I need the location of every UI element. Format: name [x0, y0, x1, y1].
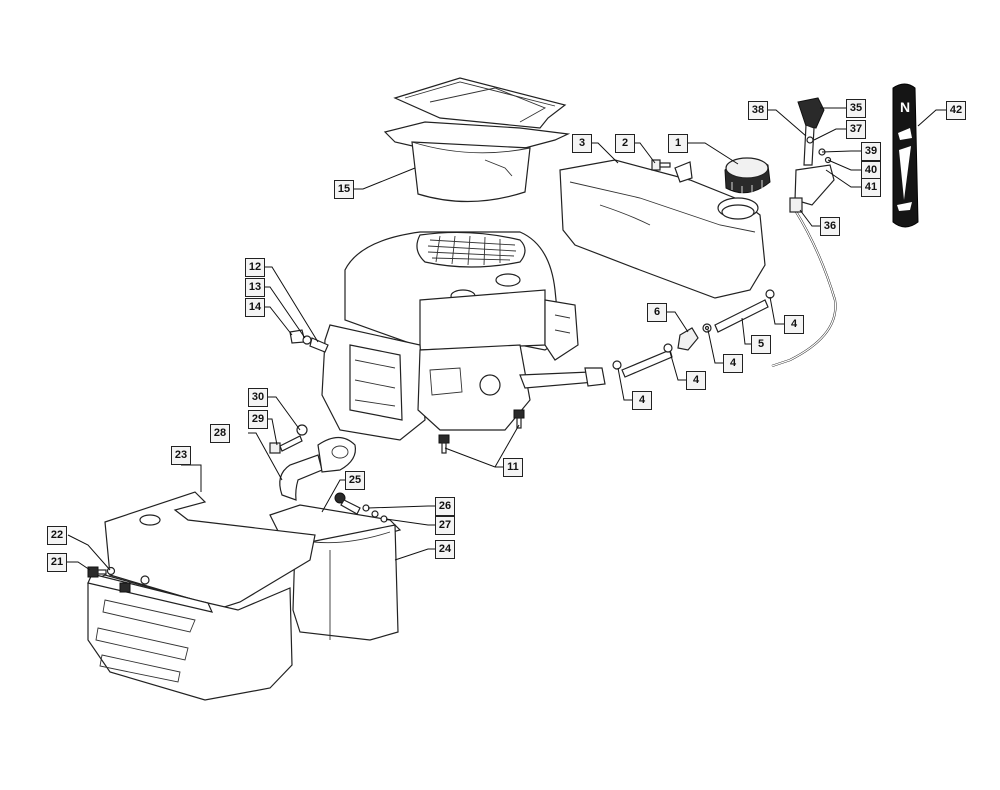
callout-21[interactable]: 21 [47, 553, 67, 572]
callout-4a[interactable]: 4 [784, 315, 804, 334]
muffler-bolts [334, 492, 388, 523]
callout-1[interactable]: 1 [668, 134, 688, 153]
exhaust-bolt [269, 424, 308, 454]
tank-screw [651, 159, 671, 171]
callout-14[interactable]: 14 [245, 298, 265, 317]
callout-27[interactable]: 27 [435, 516, 455, 535]
callout-2[interactable]: 2 [615, 134, 635, 153]
engine-block [321, 231, 606, 441]
callout-3[interactable]: 3 [572, 134, 592, 153]
callout-36[interactable]: 36 [820, 217, 840, 236]
exhaust-pipe [279, 436, 357, 501]
engine-grille [427, 235, 517, 266]
callout-30[interactable]: 30 [248, 388, 268, 407]
callout-37[interactable]: 37 [846, 120, 866, 139]
callout-26[interactable]: 26 [435, 497, 455, 516]
callout-6[interactable]: 6 [647, 303, 667, 322]
engine-bolts [438, 409, 525, 454]
throttle-lever [789, 97, 835, 213]
callout-5[interactable]: 5 [751, 335, 771, 354]
callout-12[interactable]: 12 [245, 258, 265, 277]
callout-29[interactable]: 29 [248, 410, 268, 429]
callout-28[interactable]: 28 [210, 424, 230, 443]
throttle-cable [771, 209, 837, 368]
guard-screws [87, 566, 150, 593]
throttle-plate: N [892, 83, 919, 228]
callout-22[interactable]: 22 [47, 526, 67, 545]
callout-24[interactable]: 24 [435, 540, 455, 559]
carburetor-fittings [289, 329, 329, 353]
fuel-lines [612, 289, 775, 378]
throttle-plate-letter: N [900, 99, 910, 115]
callout-13[interactable]: 13 [245, 278, 265, 297]
callout-42[interactable]: 42 [946, 101, 966, 120]
callout-41[interactable]: 41 [861, 178, 881, 197]
fuel-cap [724, 157, 771, 194]
air-filter-assembly [383, 77, 571, 203]
callout-23[interactable]: 23 [171, 446, 191, 465]
callout-4c[interactable]: 4 [686, 371, 706, 390]
fuel-tank [559, 159, 766, 299]
leader-lines [67, 107, 946, 571]
callout-15[interactable]: 15 [334, 180, 354, 199]
muffler-guard [87, 491, 316, 701]
callout-4d[interactable]: 4 [632, 391, 652, 410]
callout-38[interactable]: 38 [748, 101, 768, 120]
callout-39[interactable]: 39 [861, 142, 881, 161]
callout-11[interactable]: 11 [503, 458, 523, 477]
callout-4b[interactable]: 4 [723, 354, 743, 373]
callout-35[interactable]: 35 [846, 99, 866, 118]
callout-25[interactable]: 25 [345, 471, 365, 490]
